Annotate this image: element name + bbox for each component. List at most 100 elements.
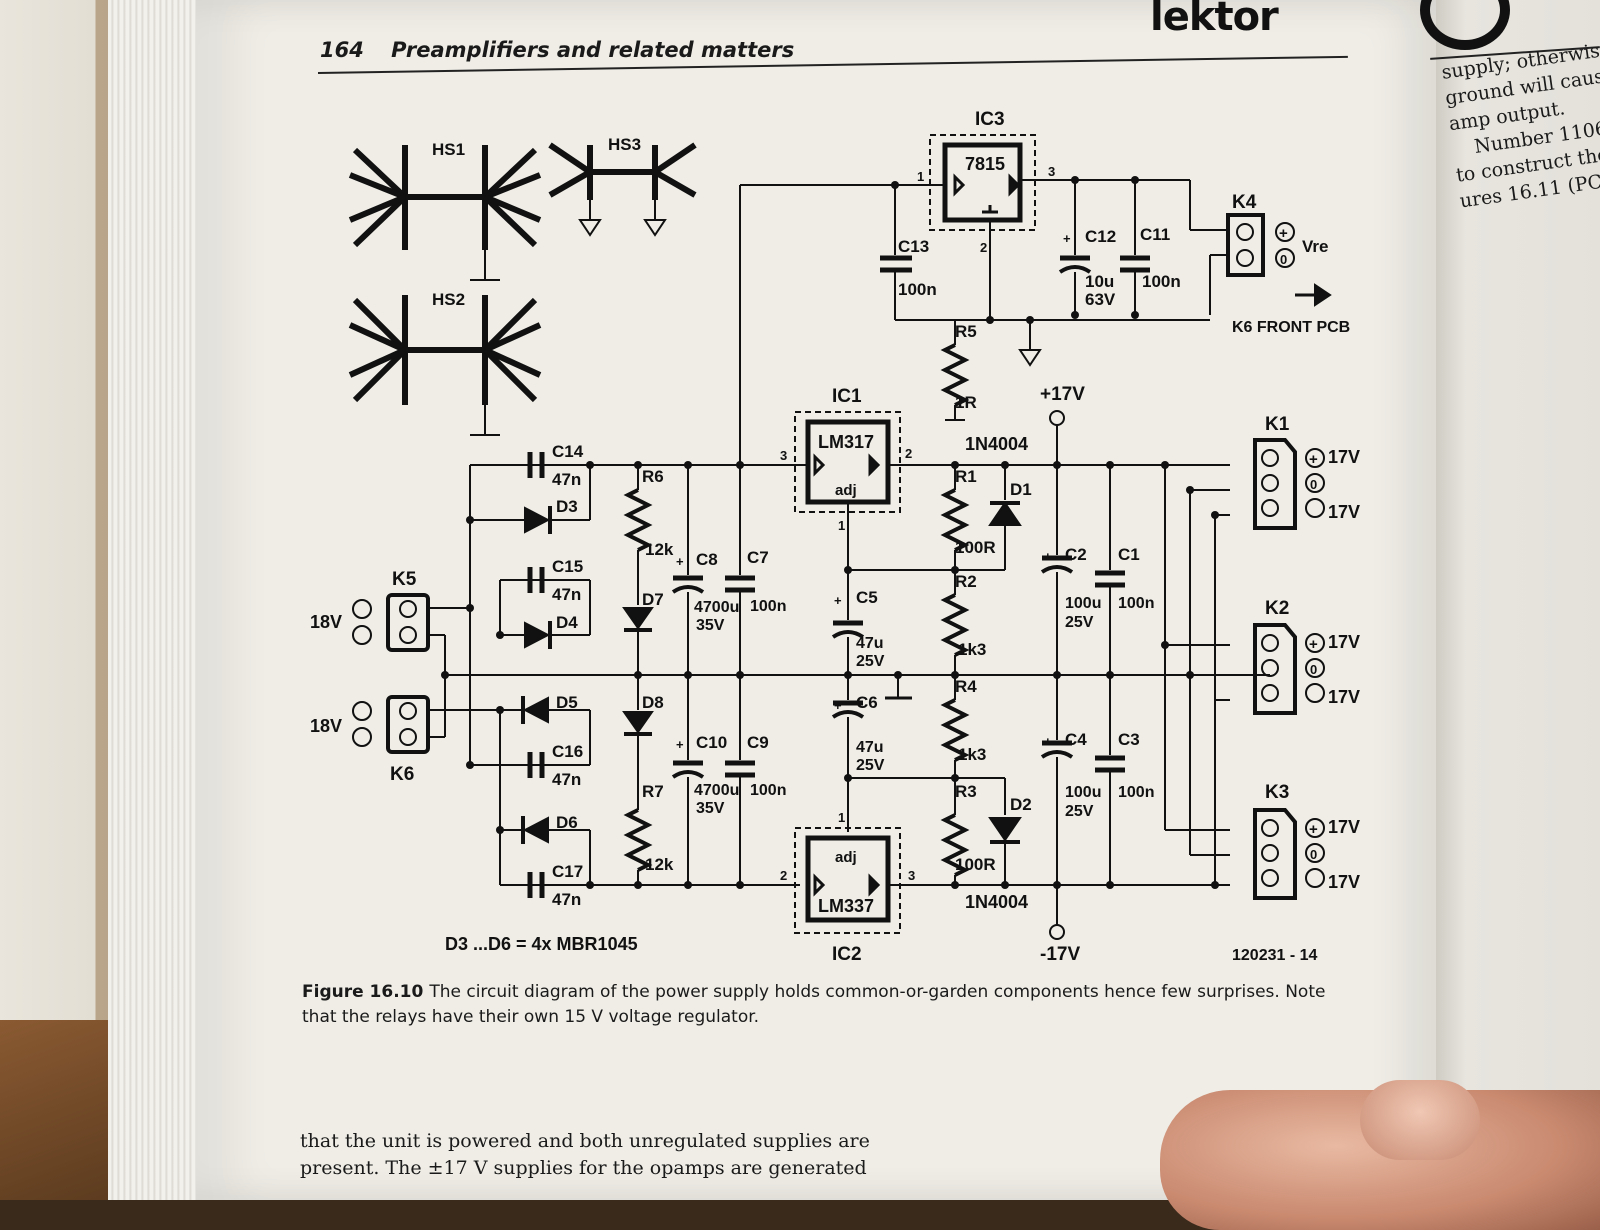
- label-c12: C12: [1085, 227, 1116, 246]
- label-k3: K3: [1265, 782, 1289, 803]
- label-ic2-pin1: 1: [838, 810, 845, 825]
- heatsink-hs1: [348, 145, 542, 250]
- label-c6-val2: 25V: [856, 757, 885, 774]
- label-ic3-pin1: 1: [917, 169, 924, 184]
- label-k4: K4: [1232, 192, 1257, 213]
- body-line: present. The ±17 V supplies for the opam…: [300, 1157, 867, 1179]
- label-ic2-pin3: 3: [908, 868, 915, 883]
- label-c11: C11: [1140, 225, 1170, 244]
- chapter-title: Preamplifiers and related matters: [391, 38, 795, 62]
- label-k3-pos: 17V: [1328, 817, 1360, 837]
- label-vre: Vre: [1302, 237, 1328, 256]
- label-c12-val2: 63V: [1085, 290, 1116, 309]
- label-c1-val: 100n: [1118, 595, 1154, 612]
- label-ic3-pin3: 3: [1048, 164, 1055, 179]
- label-c4-val1: 100u: [1065, 784, 1101, 801]
- label-k6-front: K6 FRONT PCB: [1232, 319, 1350, 336]
- label-r7: R7: [642, 782, 664, 801]
- label-c4: C4: [1065, 730, 1087, 749]
- label-c1: C1: [1118, 545, 1140, 564]
- label-c10-val1: 4700u: [694, 782, 739, 799]
- label-c6-val1: 47u: [856, 739, 884, 756]
- label-r6-val: 12k: [645, 540, 674, 559]
- label-c10-plus: +: [676, 737, 684, 752]
- label-diode-note: D3 ...D6 = 4x MBR1045: [445, 934, 638, 954]
- circuit-diagram: HS1 HS2 HS3 IC3 7815 1 3 2 C13 100n C12 …: [310, 109, 1360, 965]
- label-r6: R6: [642, 467, 664, 486]
- label-k6: K6: [390, 764, 414, 785]
- regulator-arrows: [813, 173, 1021, 897]
- label-c10-val2: 35V: [696, 800, 725, 817]
- label-ic1: IC1: [832, 386, 862, 407]
- label-c3: C3: [1118, 730, 1140, 749]
- label-hs2: HS2: [432, 290, 465, 309]
- label-c14: C14: [552, 442, 584, 461]
- label-k4-plus: +: [1279, 225, 1288, 242]
- label-ic3-pin2: 2: [980, 240, 987, 255]
- label-k3-neg: 17V: [1328, 872, 1360, 892]
- right-logo-icon: [1420, 0, 1510, 50]
- label-c16: C16: [552, 742, 583, 761]
- label-r7-val: 12k: [645, 855, 674, 874]
- label-d6: D6: [556, 813, 578, 832]
- heatsink-hs3: [548, 142, 697, 200]
- label-c4-plus: +: [1044, 734, 1052, 749]
- label-k1-zero: 0: [1310, 477, 1317, 492]
- label-c13: C13: [898, 237, 929, 256]
- label-k3-plus: +: [1309, 821, 1318, 838]
- label-ic1-pin2: 2: [905, 446, 912, 461]
- label-c8-plus: +: [676, 554, 684, 569]
- label-c8: C8: [696, 550, 718, 569]
- label-ic3: IC3: [975, 109, 1005, 130]
- label-c12-val1: 10u: [1085, 272, 1114, 291]
- label-c5-val2: 25V: [856, 653, 885, 670]
- label-r4-val: 1k3: [958, 745, 986, 764]
- label-ic1-pin1: 1: [838, 518, 845, 533]
- label-ac-k5: 18V: [310, 612, 342, 632]
- label-c8-val1: 4700u: [694, 599, 739, 616]
- label-k5: K5: [392, 569, 417, 590]
- label-plus17: +17V: [1040, 384, 1085, 405]
- label-figure-code: 120231 - 14: [1232, 947, 1318, 964]
- body-text: that the unit is powered and both unregu…: [300, 1128, 870, 1182]
- label-1n4004-bottom: 1N4004: [965, 892, 1028, 912]
- label-c5-val1: 47u: [856, 635, 884, 652]
- right-page: [1436, 0, 1600, 1200]
- label-hs3: HS3: [608, 135, 641, 154]
- label-k2: K2: [1265, 598, 1289, 619]
- label-c2: C2: [1065, 545, 1087, 564]
- label-c11-val: 100n: [1142, 272, 1181, 291]
- label-c12-plus: +: [1063, 231, 1071, 246]
- label-c9: C9: [747, 733, 769, 752]
- label-c5: C5: [856, 588, 878, 607]
- label-d4: D4: [556, 613, 578, 632]
- label-k3-zero: 0: [1310, 847, 1317, 862]
- page-header: 164 Preamplifiers and related matters: [320, 38, 794, 62]
- label-c17-val: 47n: [552, 890, 581, 909]
- label-c5-plus: +: [834, 593, 842, 608]
- body-line: that the unit is powered and both unregu…: [300, 1130, 870, 1152]
- label-c4-val2: 25V: [1065, 803, 1094, 820]
- label-r2: R2: [955, 572, 977, 591]
- label-k1: K1: [1265, 414, 1290, 435]
- label-k2-pos: 17V: [1328, 632, 1360, 652]
- label-ic2-pin2: 2: [780, 868, 787, 883]
- label-k2-plus: +: [1309, 636, 1318, 653]
- heatsink-hs2: [348, 295, 542, 405]
- label-c15: C15: [552, 557, 583, 576]
- label-c8-val2: 35V: [696, 617, 725, 634]
- label-c6: C6: [856, 693, 878, 712]
- label-r3: R3: [955, 782, 977, 801]
- diagram-labels: HS1 HS2 HS3 IC3 7815 1 3 2 C13 100n C12 …: [310, 109, 1360, 965]
- label-r1: R1: [955, 467, 977, 486]
- label-r4: R4: [955, 677, 977, 696]
- label-k2-zero: 0: [1310, 662, 1317, 677]
- label-ic2-adj: adj: [835, 849, 857, 866]
- label-c10: C10: [696, 733, 727, 752]
- label-c6-plus: +: [834, 698, 842, 713]
- label-r1-val: 100R: [955, 538, 996, 557]
- label-c17: C17: [552, 862, 583, 881]
- label-ic2-part: LM337: [818, 896, 874, 916]
- label-hs1: HS1: [432, 140, 465, 159]
- label-r5: R5: [955, 322, 977, 341]
